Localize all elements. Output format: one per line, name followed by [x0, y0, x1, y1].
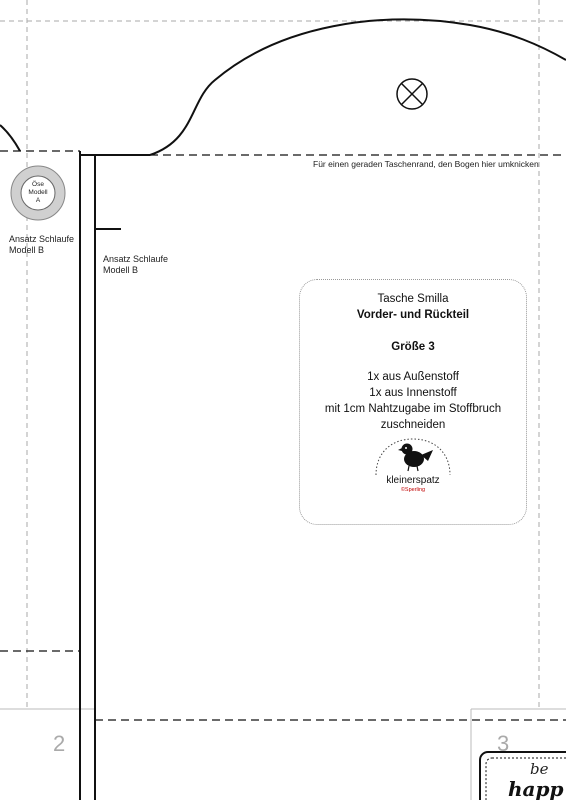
pattern-outline — [0, 18, 566, 800]
cut-line: 1x aus Innenstoff — [369, 387, 457, 399]
eyelet-icon — [10, 165, 66, 221]
loop-label-line: Modell B — [103, 265, 139, 275]
fold-lines — [0, 150, 566, 721]
eyelet-label-line: Modell — [28, 189, 48, 196]
cut-line: mit 1cm Nahtzugabe im Stoffbruch — [324, 403, 502, 415]
page-number: 3 — [497, 731, 510, 756]
cutting-instructions: 1x aus Außenstoff 1x aus Innenstoff mit … — [300, 369, 526, 433]
placement-mark-icon — [396, 78, 428, 110]
pattern-info-box: Tasche Smilla Vorder- und Rückteil Größe… — [299, 279, 527, 525]
page-number: 2 — [53, 731, 66, 756]
loop-label-line: Ansatz Schlaufe — [103, 254, 169, 264]
sparrow-icon — [375, 438, 451, 476]
brand-logo: kleinerspatz ©Sperling — [373, 435, 453, 493]
loop-label-line: Ansatz Schlaufe — [9, 234, 75, 244]
pattern-piece-name: Vorder- und Rückteil — [356, 309, 470, 321]
eyelet-label-line: Öse — [32, 181, 44, 188]
decorative-card — [479, 751, 566, 800]
eyelet-label: Öse Modell A — [21, 181, 55, 205]
eyelet-label-line: A — [35, 197, 41, 204]
decorative-text: happ — [508, 777, 564, 801]
brand-subtext: ©Sperling — [400, 487, 426, 493]
fold-instruction: Für einen geraden Taschenrand, den Bogen… — [313, 159, 539, 169]
decorative-text: be — [530, 760, 549, 778]
pattern-size: Größe 3 — [391, 341, 435, 353]
cut-line: 1x aus Außenstoff — [367, 371, 459, 383]
page-guides — [0, 0, 566, 708]
loop-attachment-label: Ansatz Schlaufe Modell B — [103, 254, 168, 276]
cut-line: zuschneiden — [380, 419, 446, 431]
pattern-title: Tasche Smilla — [377, 293, 449, 305]
brand-name: kleinerspatz — [386, 475, 440, 486]
loop-label-line: Modell B — [9, 245, 45, 255]
loop-attachment-label-left: Ansatz Schlaufe Modell B — [9, 234, 74, 256]
